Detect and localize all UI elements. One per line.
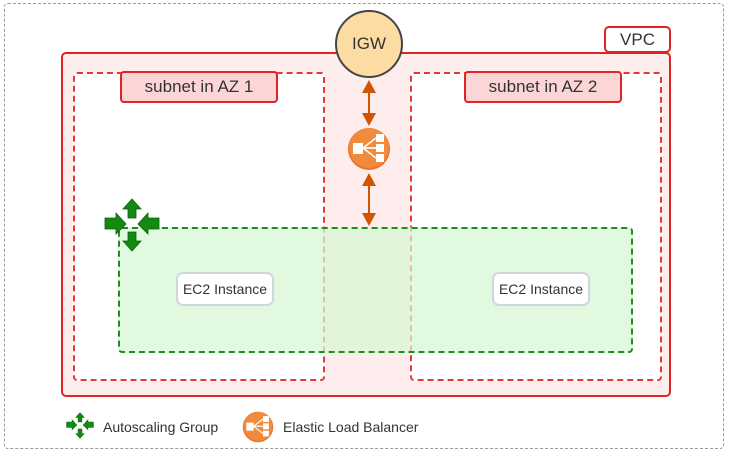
legend-autoscaling-label: Autoscaling Group — [103, 419, 219, 435]
legend-elb-label: Elastic Load Balancer — [283, 419, 419, 435]
ec2-instance-az2: EC2 Instance — [492, 272, 590, 306]
elb-icon — [348, 128, 390, 170]
ec2-instance-az1: EC2 Instance — [176, 272, 274, 306]
vpc-label: VPC — [604, 26, 671, 53]
legend-elb-icon — [242, 411, 274, 443]
diagram-frame — [4, 3, 724, 449]
internet-gateway: IGW — [335, 10, 403, 78]
autoscaling-icon — [104, 198, 160, 252]
subnet-az1-label: subnet in AZ 1 — [120, 71, 278, 103]
subnet-az2-label: subnet in AZ 2 — [464, 71, 622, 103]
legend-autoscaling-icon — [66, 412, 94, 439]
